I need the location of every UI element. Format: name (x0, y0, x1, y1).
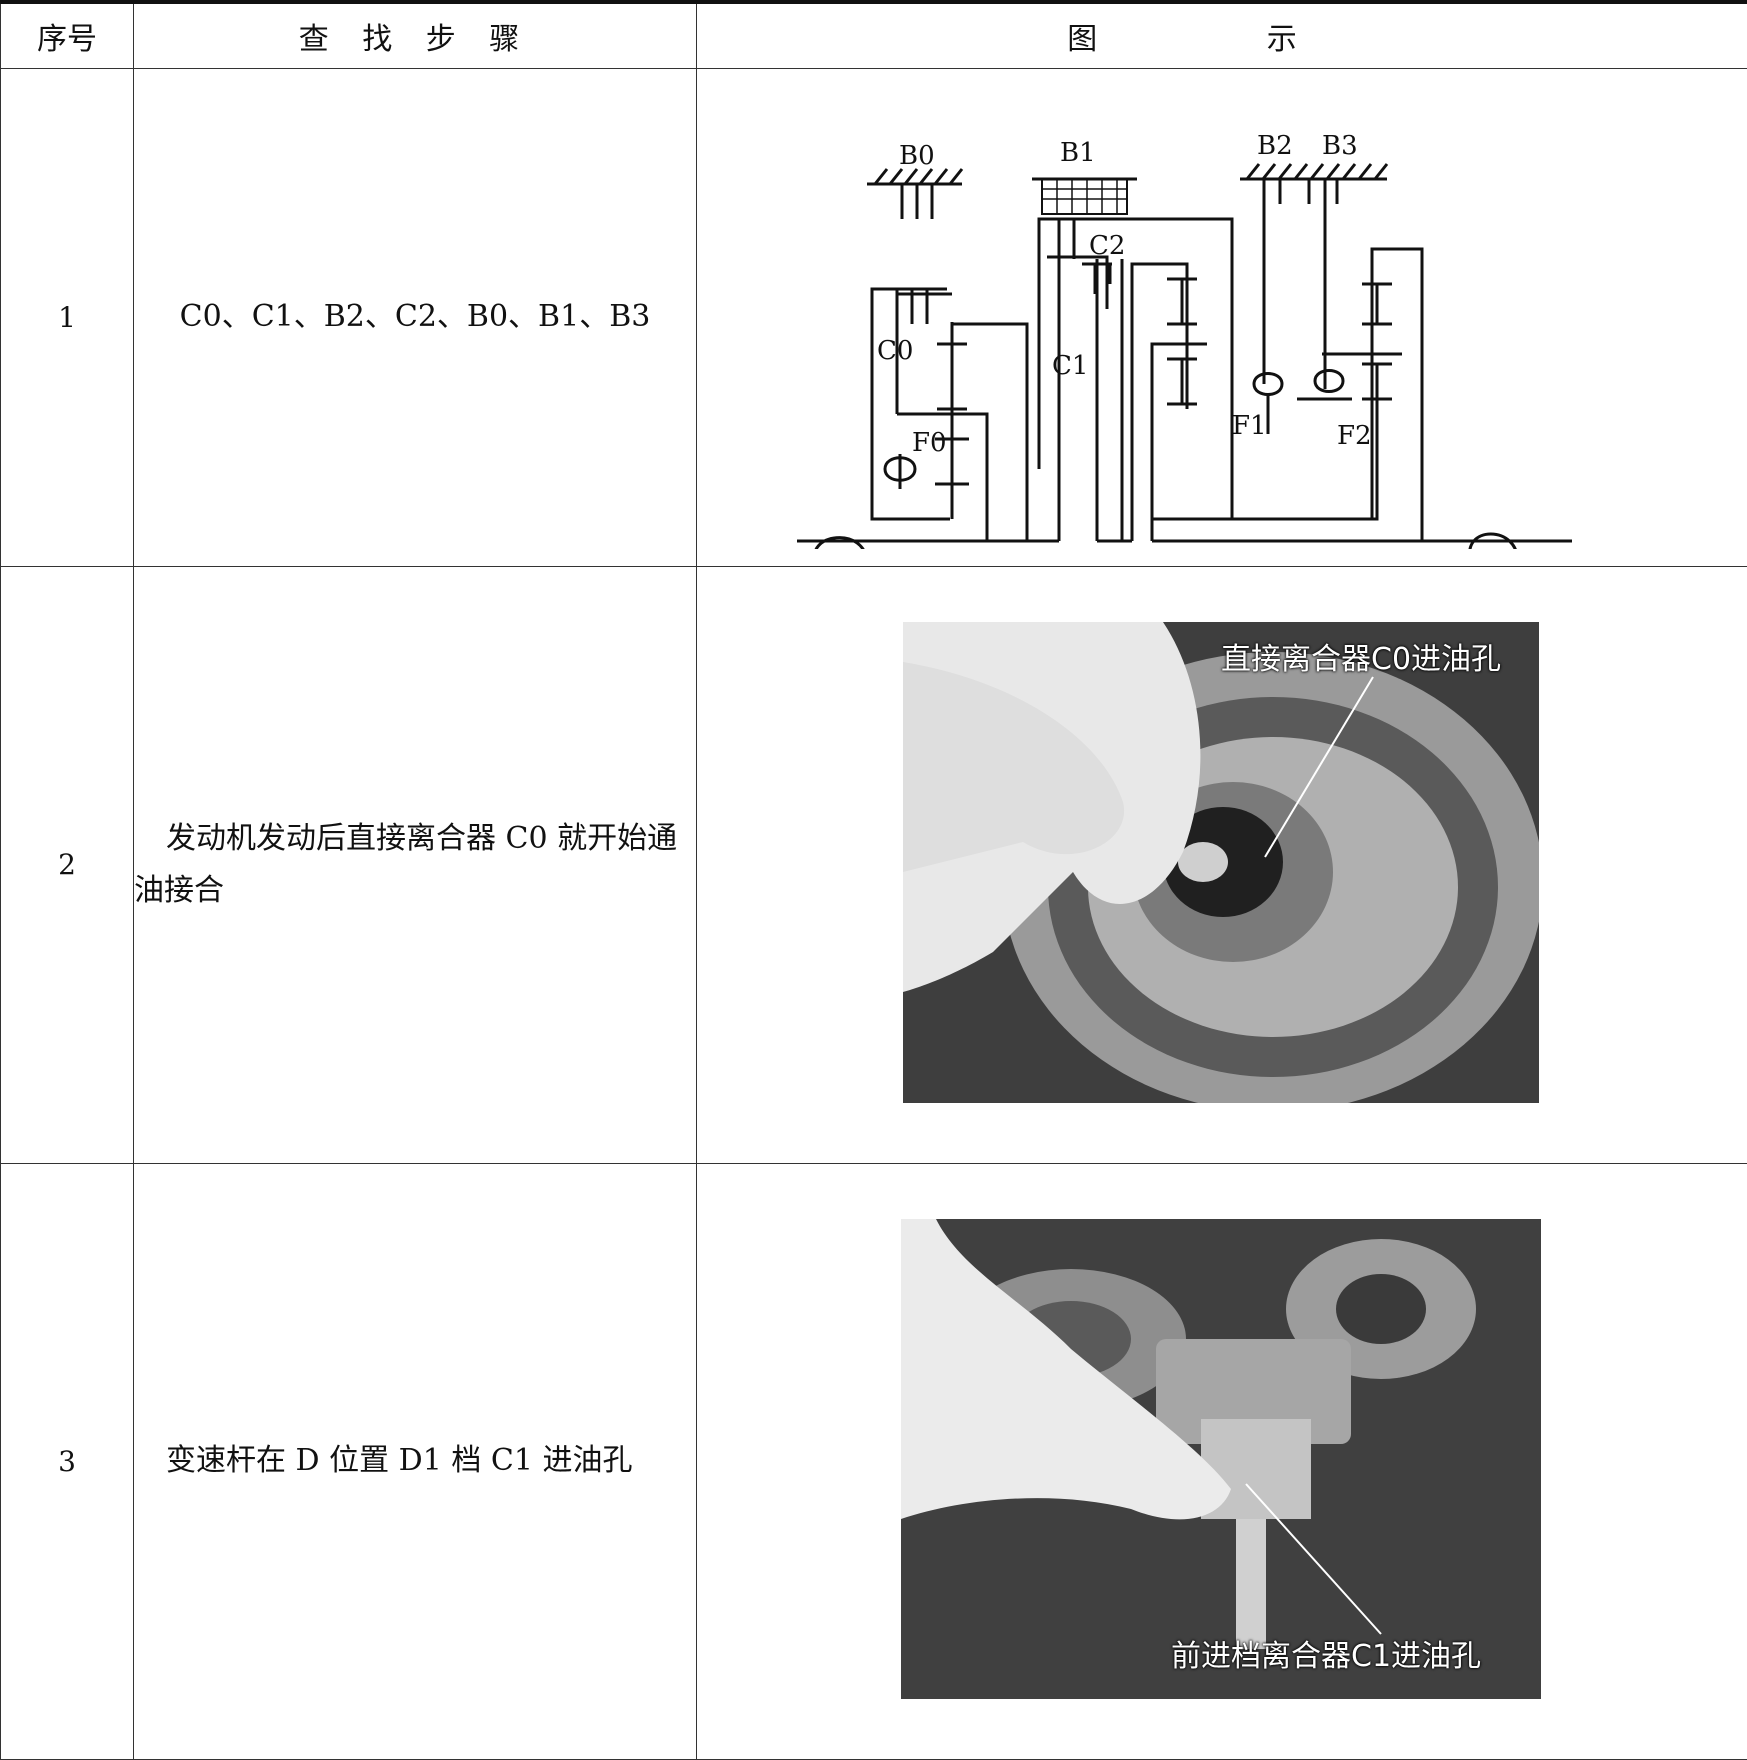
planetary-gear-3 (1152, 249, 1422, 541)
label-b0: B0 (899, 141, 935, 171)
row-description: 变速杆在 D 位置 D1 档 C1 进油孔 (134, 1163, 697, 1759)
photo-callout: 前进档离合器C1进油孔 (1171, 1631, 1481, 1675)
one-way-clutch-f1-f2 (1254, 354, 1402, 434)
row-number: 1 (1, 68, 134, 566)
row-number: 3 (1, 1163, 134, 1759)
label-b2: B2 (1257, 131, 1293, 161)
table-row: 2 发动机发动后直接离合器 C0 就开始通油接合 (1, 566, 1747, 1163)
label-c0: C0 (877, 336, 913, 366)
header-number: 序号 (1, 2, 134, 68)
table-row: 3 变速杆在 D 位置 D1 档 C1 进油孔 (1, 1163, 1747, 1759)
photo-callout: 直接离合器C0进油孔 (1221, 634, 1501, 678)
main-shaft (797, 534, 1572, 549)
header-figure: 图 示 (697, 2, 1747, 68)
row-figure: B0 B1 B2 B3 C0 C1 C2 F0 F1 F2 (697, 68, 1747, 566)
row-number: 2 (1, 566, 134, 1163)
label-c1: C1 (1052, 351, 1088, 381)
row-figure: 直接离合器C0进油孔 (697, 566, 1747, 1163)
brake-b0 (867, 169, 962, 219)
row-description: C0、C1、B2、C2、B0、B1、B3 (134, 68, 697, 566)
header-steps: 查 找 步 骤 (134, 2, 697, 68)
row-description-text: 发动机发动后直接离合器 C0 就开始通油接合 (134, 813, 696, 917)
label-b3: B3 (1322, 131, 1358, 161)
brake-b1 (1032, 179, 1137, 214)
label-f1: F1 (1232, 411, 1267, 441)
row-figure: 前进档离合器C1进油孔 (697, 1163, 1747, 1759)
transmission-schematic: B0 B1 B2 B3 C0 C1 C2 F0 F1 F2 (777, 109, 1667, 549)
label-f2: F2 (1337, 421, 1372, 451)
row-description: 发动机发动后直接离合器 C0 就开始通油接合 (134, 566, 697, 1163)
one-way-clutch-f0 (885, 454, 915, 489)
clutch-c1-photo: 前进档离合器C1进油孔 (901, 1219, 1541, 1699)
label-b1: B1 (1060, 138, 1096, 168)
row-description-text: 变速杆在 D 位置 D1 档 C1 进油孔 (134, 1435, 696, 1487)
label-f0: F0 (912, 428, 947, 458)
clutch-c0-photo: 直接离合器C0进油孔 (903, 622, 1539, 1103)
label-c2: C2 (1089, 231, 1125, 261)
table-row: 1 C0、C1、B2、C2、B0、B1、B3 (1, 68, 1747, 566)
header-row: 序号 查 找 步 骤 图 示 (1, 2, 1747, 68)
